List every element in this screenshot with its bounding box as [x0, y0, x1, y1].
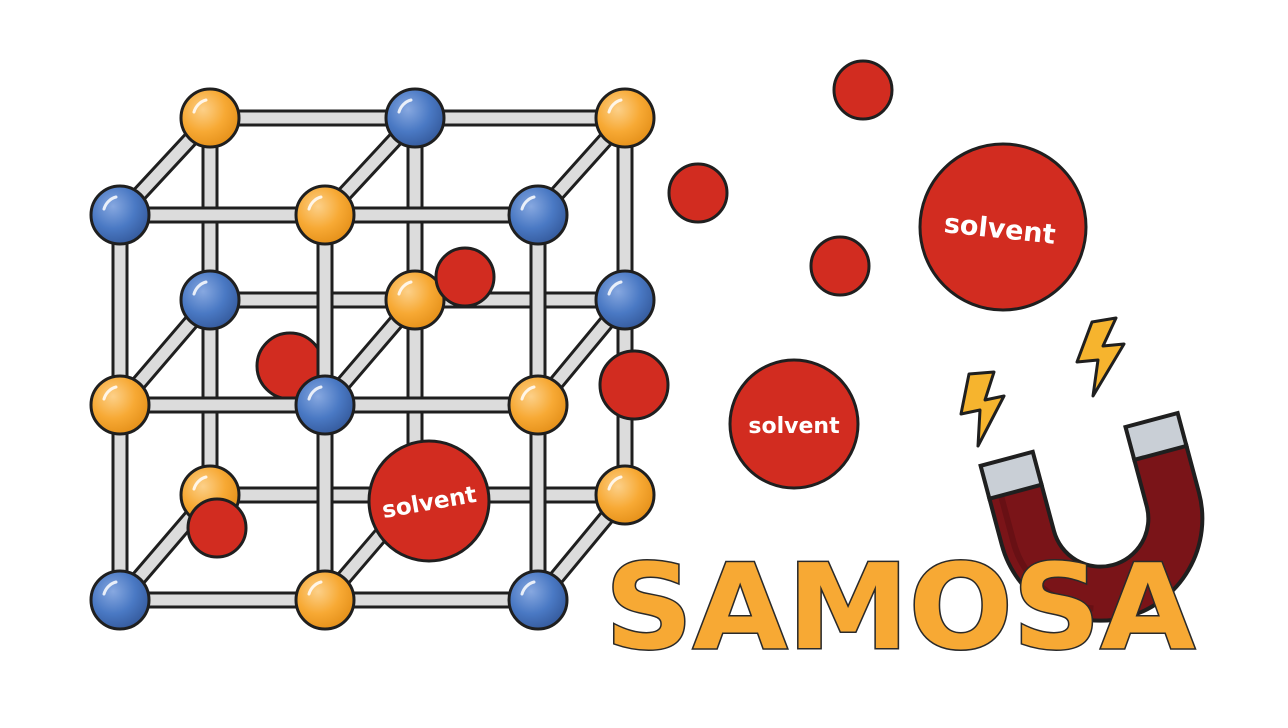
atom-highlight [397, 280, 413, 296]
floating-particles: solvent solvent [667, 59, 1088, 490]
atom-highlight [102, 195, 118, 211]
lightning-bolt-icon [1075, 316, 1126, 398]
trapped-particle [186, 497, 248, 559]
solvent-trapped: solvent [367, 439, 491, 563]
atom-highlight [607, 475, 623, 491]
blue-atom [89, 184, 151, 246]
orange-atom [507, 374, 569, 436]
atom-highlight [397, 98, 413, 114]
lattice-nodes-front [89, 184, 569, 631]
atom-highlight [607, 280, 623, 296]
atom-highlight [192, 475, 208, 491]
floating-particle [809, 235, 871, 297]
horseshoe-magnet-icon [978, 410, 1205, 623]
atom-highlight [102, 385, 118, 401]
orange-atom [384, 269, 446, 331]
atom-highlight [307, 385, 323, 401]
atom-highlight [307, 580, 323, 596]
solvent-large: solvent [918, 142, 1088, 312]
magnet-tip-left [978, 449, 1045, 502]
blue-atom [507, 569, 569, 631]
trapped-particle [434, 246, 496, 308]
orange-atom [594, 87, 656, 149]
orange-atom [294, 184, 356, 246]
atom-highlight [192, 280, 208, 296]
solvent-floating: solvent [728, 358, 860, 490]
trapped-particle [598, 349, 670, 421]
blue-atom [89, 569, 151, 631]
solvent-floating-label: solvent [748, 414, 840, 439]
lightning-bolt-icon [959, 370, 1006, 448]
blue-atom [594, 269, 656, 331]
magnet-tip-right [1123, 410, 1189, 463]
orange-atom [594, 464, 656, 526]
floating-particle [832, 59, 894, 121]
atom-highlight [607, 98, 623, 114]
atom-highlight [520, 195, 536, 211]
lattice-framework: solvent [89, 87, 670, 631]
samosa-title: SAMOSA [605, 538, 1195, 676]
atom-highlight [307, 195, 323, 211]
orange-atom [89, 374, 151, 436]
atom-highlight [520, 580, 536, 596]
orange-atom [179, 87, 241, 149]
atom-highlight [102, 580, 118, 596]
blue-atom [507, 184, 569, 246]
orange-atom [294, 569, 356, 631]
blue-atom [384, 87, 446, 149]
atom-highlight [192, 98, 208, 114]
floating-particle [667, 162, 729, 224]
blue-atom [294, 374, 356, 436]
atom-highlight [520, 385, 536, 401]
blue-atom [179, 269, 241, 331]
